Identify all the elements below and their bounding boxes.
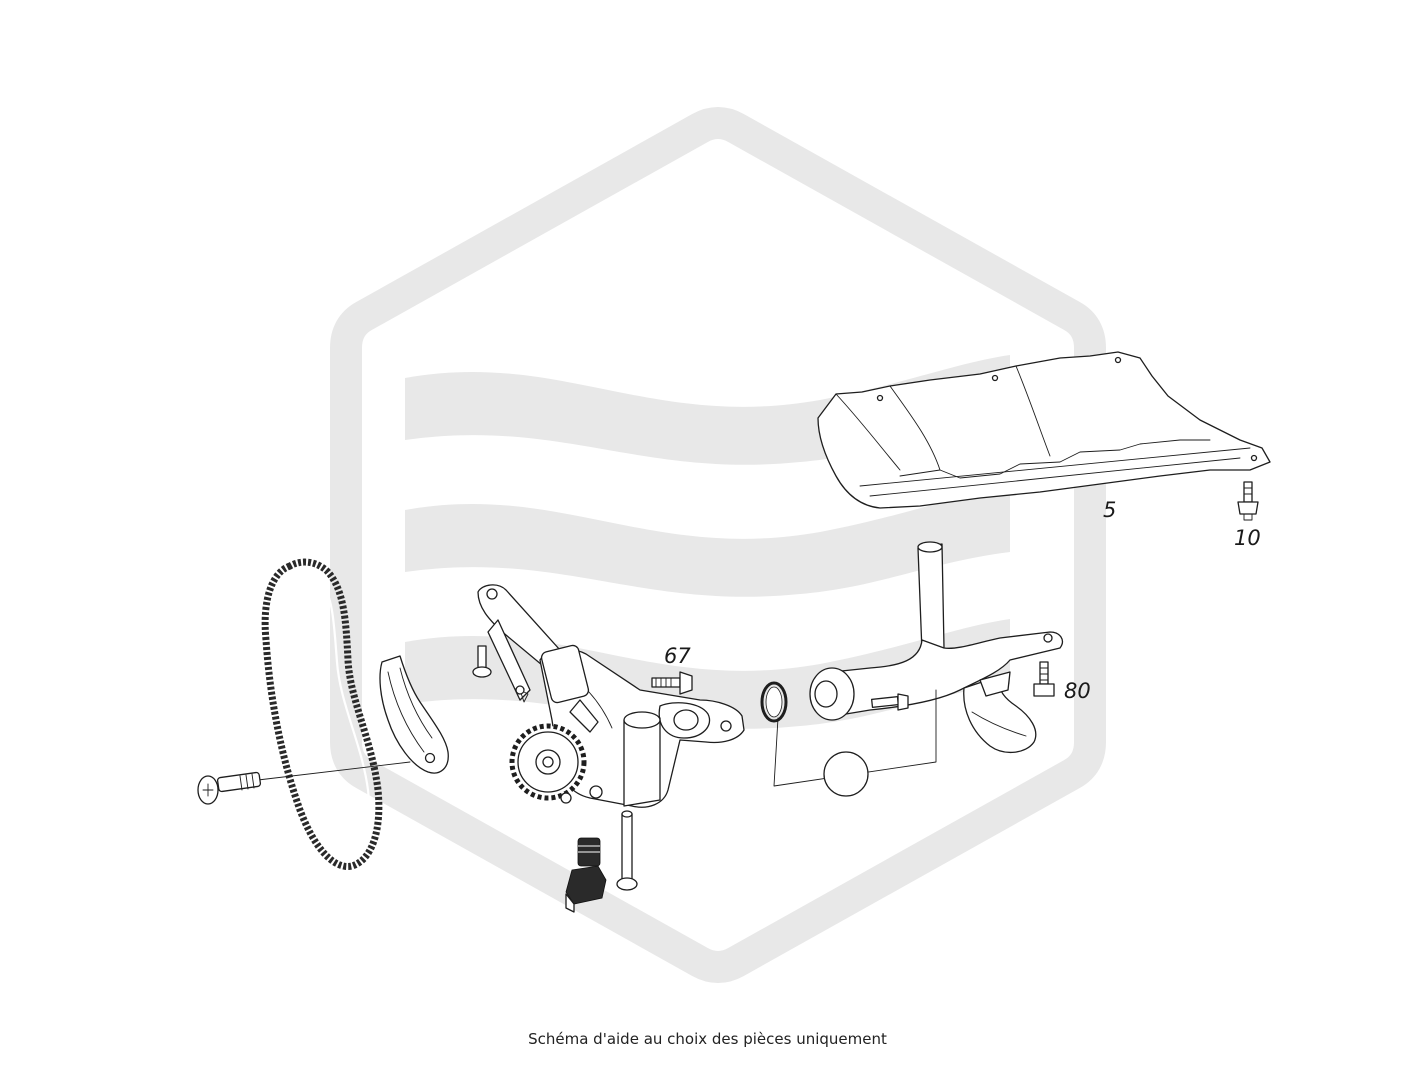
part-number-oil-pump-bolt[interactable]: 67 (664, 644, 691, 668)
chain-guide (379, 655, 449, 774)
part-number-oil-pan-baffle[interactable]: 5 (1103, 498, 1116, 522)
plug-leader (773, 689, 937, 797)
shoulder-bolt (197, 761, 411, 805)
oil-pickup-tube (809, 541, 1064, 753)
timing-chain (261, 558, 383, 870)
diagram-caption: Schéma d'aide au choix des pièces unique… (528, 1030, 887, 1048)
watermark-logo (330, 107, 1106, 983)
part-number-baffle-bolt[interactable]: 10 (1234, 526, 1261, 550)
oil-pump (477, 584, 745, 808)
oil-pump-bolt (651, 671, 693, 695)
baffle-bolt (1237, 481, 1259, 521)
oil-pan-baffle (817, 351, 1271, 509)
pickup-bolt (1033, 661, 1055, 697)
o-ring (760, 681, 788, 723)
part-number-pickup-bolt[interactable]: 80 (1064, 679, 1091, 703)
control-valve (565, 837, 607, 913)
long-bolt (616, 810, 638, 891)
pump-stud (472, 645, 492, 678)
